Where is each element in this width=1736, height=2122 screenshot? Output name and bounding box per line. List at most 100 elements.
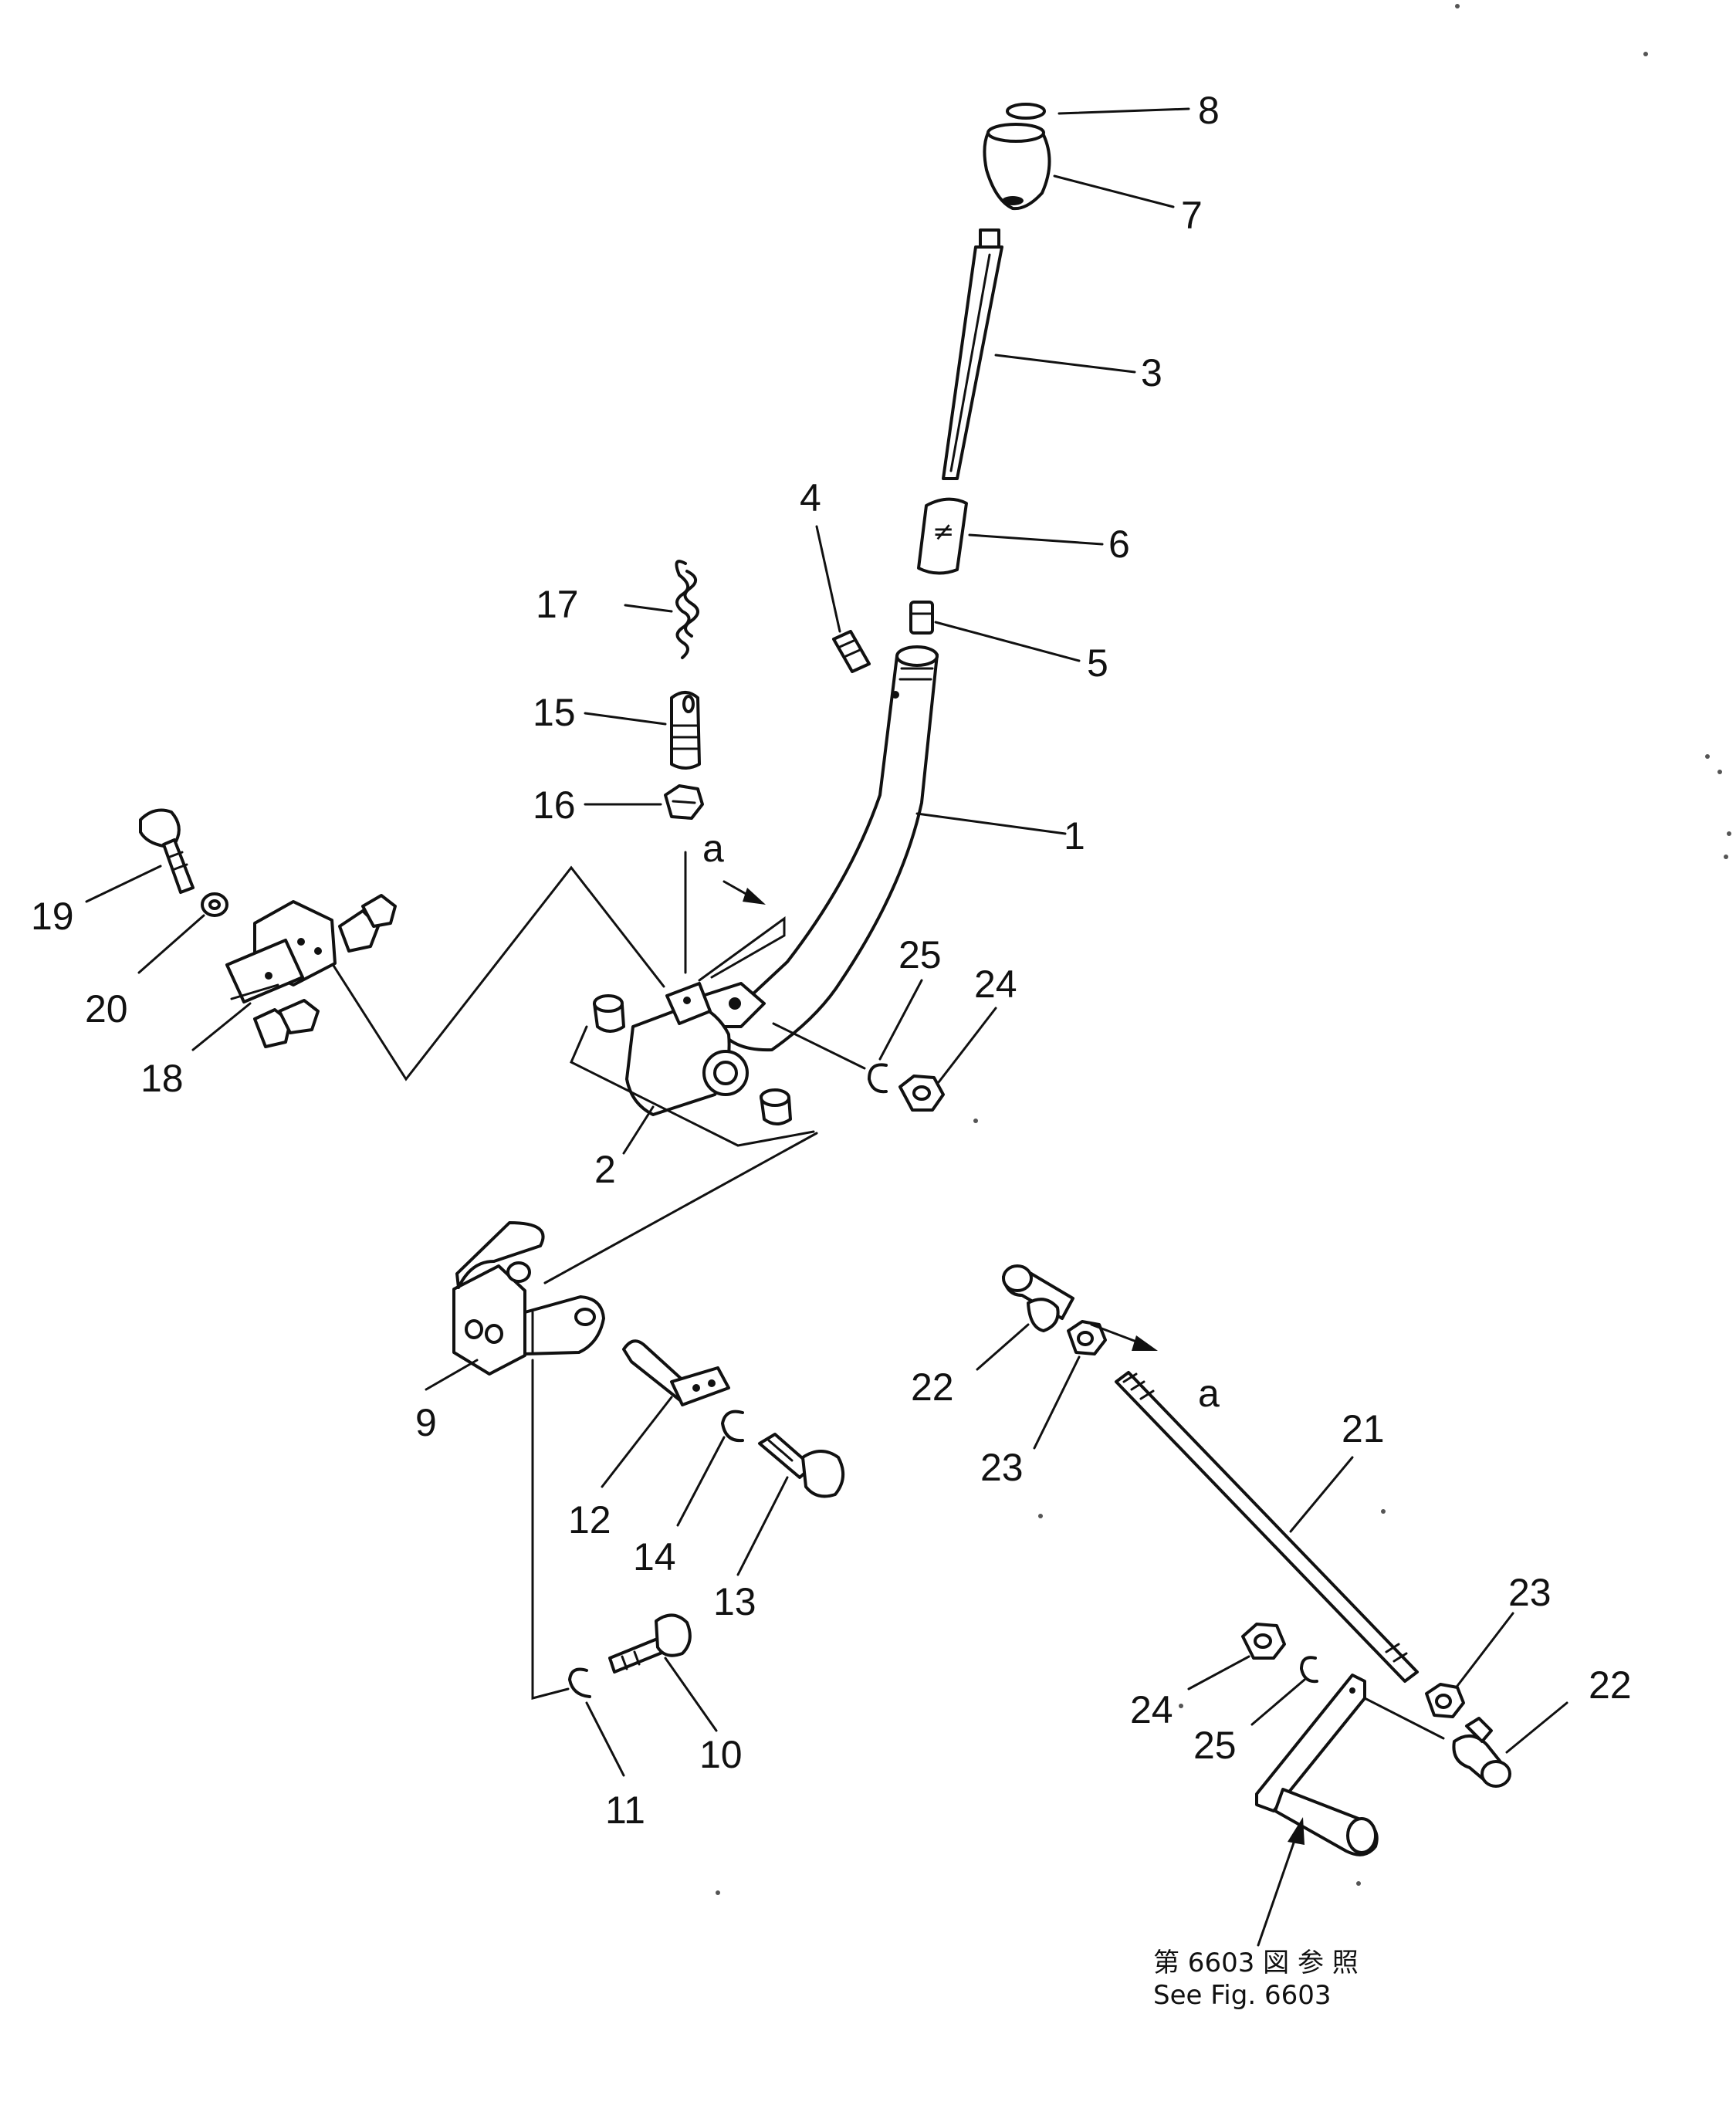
leader-20 <box>137 914 205 974</box>
part-11-snap-ring <box>568 1667 591 1698</box>
projection-line-11 <box>531 1359 570 1700</box>
part-20-washer <box>201 892 228 917</box>
leader-17 <box>624 604 673 613</box>
part-13-bolt <box>758 1433 844 1498</box>
leader-22-top <box>976 1323 1030 1371</box>
leader-21 <box>1289 1456 1354 1533</box>
leader-1 <box>915 812 1067 835</box>
projection-line-9 <box>543 1132 818 1284</box>
part-21-rod <box>1115 1371 1419 1683</box>
part-label-1: 1 <box>1064 814 1085 858</box>
part-14-snap-ring <box>721 1410 744 1443</box>
leader-25-top-link <box>772 1022 866 1070</box>
leader-23-top <box>1033 1355 1081 1450</box>
leader-24-top <box>937 1007 997 1084</box>
part-label-10: 10 <box>699 1733 743 1776</box>
part-label-2: 2 <box>594 1148 616 1191</box>
leader-2-tick <box>622 1105 655 1155</box>
part-label-12: 12 <box>568 1498 611 1542</box>
part-label-6: 6 <box>1108 523 1130 566</box>
part-label-22-bottom: 22 <box>1589 1663 1632 1707</box>
view-arrow-head-bottom <box>1132 1335 1158 1351</box>
leader-9 <box>425 1359 479 1391</box>
leader-12 <box>601 1396 673 1488</box>
leader-22-bottom <box>1505 1701 1568 1754</box>
part-4-nipple <box>832 630 871 673</box>
reference-caption-english: See Fig. 6603 <box>1153 1980 1331 2011</box>
view-marker-a-top: a <box>702 827 724 870</box>
leader-2 <box>570 1025 815 1147</box>
part-label-11: 11 <box>605 1789 645 1832</box>
pedal-bracket <box>1255 1674 1445 1856</box>
part-label-16: 16 <box>533 783 576 827</box>
part-18-clamp <box>225 894 397 1048</box>
part-10-bolt <box>608 1613 692 1674</box>
view-marker-a-bottom: a <box>1198 1372 1220 1415</box>
part-7-knob <box>983 123 1051 211</box>
part-label-24-top: 24 <box>974 963 1017 1006</box>
part-25-bottom-snap-ring <box>1300 1656 1318 1684</box>
part-15-pin <box>670 691 701 770</box>
leader-14 <box>676 1436 726 1527</box>
part-label-19: 19 <box>31 895 74 938</box>
leader-7 <box>1053 174 1175 208</box>
part-label-21: 21 <box>1342 1407 1385 1450</box>
part-label-23-bottom: 23 <box>1508 1571 1552 1614</box>
part-12-plate-pin <box>622 1339 730 1406</box>
reference-arrow-head <box>1288 1817 1305 1845</box>
leader-24-bottom <box>1187 1655 1250 1690</box>
part-label-3: 3 <box>1141 351 1162 394</box>
reference-caption-japanese: 第 6603 図 参 照 <box>1153 1948 1359 1978</box>
view-arrow-head-top <box>743 888 766 905</box>
part-label-13: 13 <box>713 1580 756 1623</box>
reference-arrow <box>1257 1828 1300 1947</box>
part-5-nut <box>909 601 934 635</box>
part-1-lever <box>701 645 939 1052</box>
part-label-24-bottom: 24 <box>1130 1688 1173 1731</box>
part-label-23-top: 23 <box>980 1446 1024 1489</box>
part-24-bottom-nut <box>1241 1623 1286 1660</box>
part-label-7: 7 <box>1181 194 1203 237</box>
leader-11 <box>585 1701 625 1777</box>
part-17-spring <box>675 560 699 659</box>
part-6-sleeve: ≠ <box>917 497 968 575</box>
part-label-18: 18 <box>140 1057 184 1100</box>
part-8-ring <box>1006 103 1046 120</box>
leader-10 <box>664 1657 718 1732</box>
part-2-bracket <box>593 982 792 1125</box>
leader-4 <box>815 525 841 633</box>
leader-23-bottom <box>1456 1612 1514 1687</box>
part-19-bolt <box>139 808 195 894</box>
leader-6 <box>968 533 1104 546</box>
part-label-4: 4 <box>800 476 821 520</box>
leader-25-bottom <box>1250 1678 1306 1726</box>
part-9-mount-bracket <box>452 1221 605 1376</box>
part-24-top-nut <box>898 1075 945 1112</box>
part-23-bottom-nut <box>1425 1683 1465 1718</box>
leader-25-top <box>878 979 923 1061</box>
leader-3 <box>994 354 1136 374</box>
part-label-17: 17 <box>536 583 579 626</box>
leader-13 <box>736 1476 789 1576</box>
part-label-15: 15 <box>533 691 576 734</box>
part-label-5: 5 <box>1087 641 1108 685</box>
part-16-nut <box>664 784 704 820</box>
part-22-top-ball-joint <box>1002 1264 1074 1332</box>
part-25-top-snap-ring <box>868 1063 888 1094</box>
leader-15 <box>584 712 667 726</box>
leader-8 <box>1058 107 1190 115</box>
leader-5 <box>934 621 1081 662</box>
part-label-25-bottom: 25 <box>1193 1724 1237 1767</box>
part-label-8: 8 <box>1198 89 1220 132</box>
part-label-9: 9 <box>415 1401 437 1444</box>
part-22-bottom-ball-joint <box>1452 1717 1511 1788</box>
leader-18 <box>191 1002 252 1051</box>
part-label-25-top: 25 <box>898 933 942 976</box>
part-3-rod <box>942 228 1003 480</box>
leader-19 <box>85 865 162 903</box>
part-23-top-nut <box>1067 1320 1107 1355</box>
projection-line-18 <box>323 865 665 1081</box>
part-label-22-top: 22 <box>911 1366 954 1409</box>
part-label-14: 14 <box>633 1535 676 1579</box>
